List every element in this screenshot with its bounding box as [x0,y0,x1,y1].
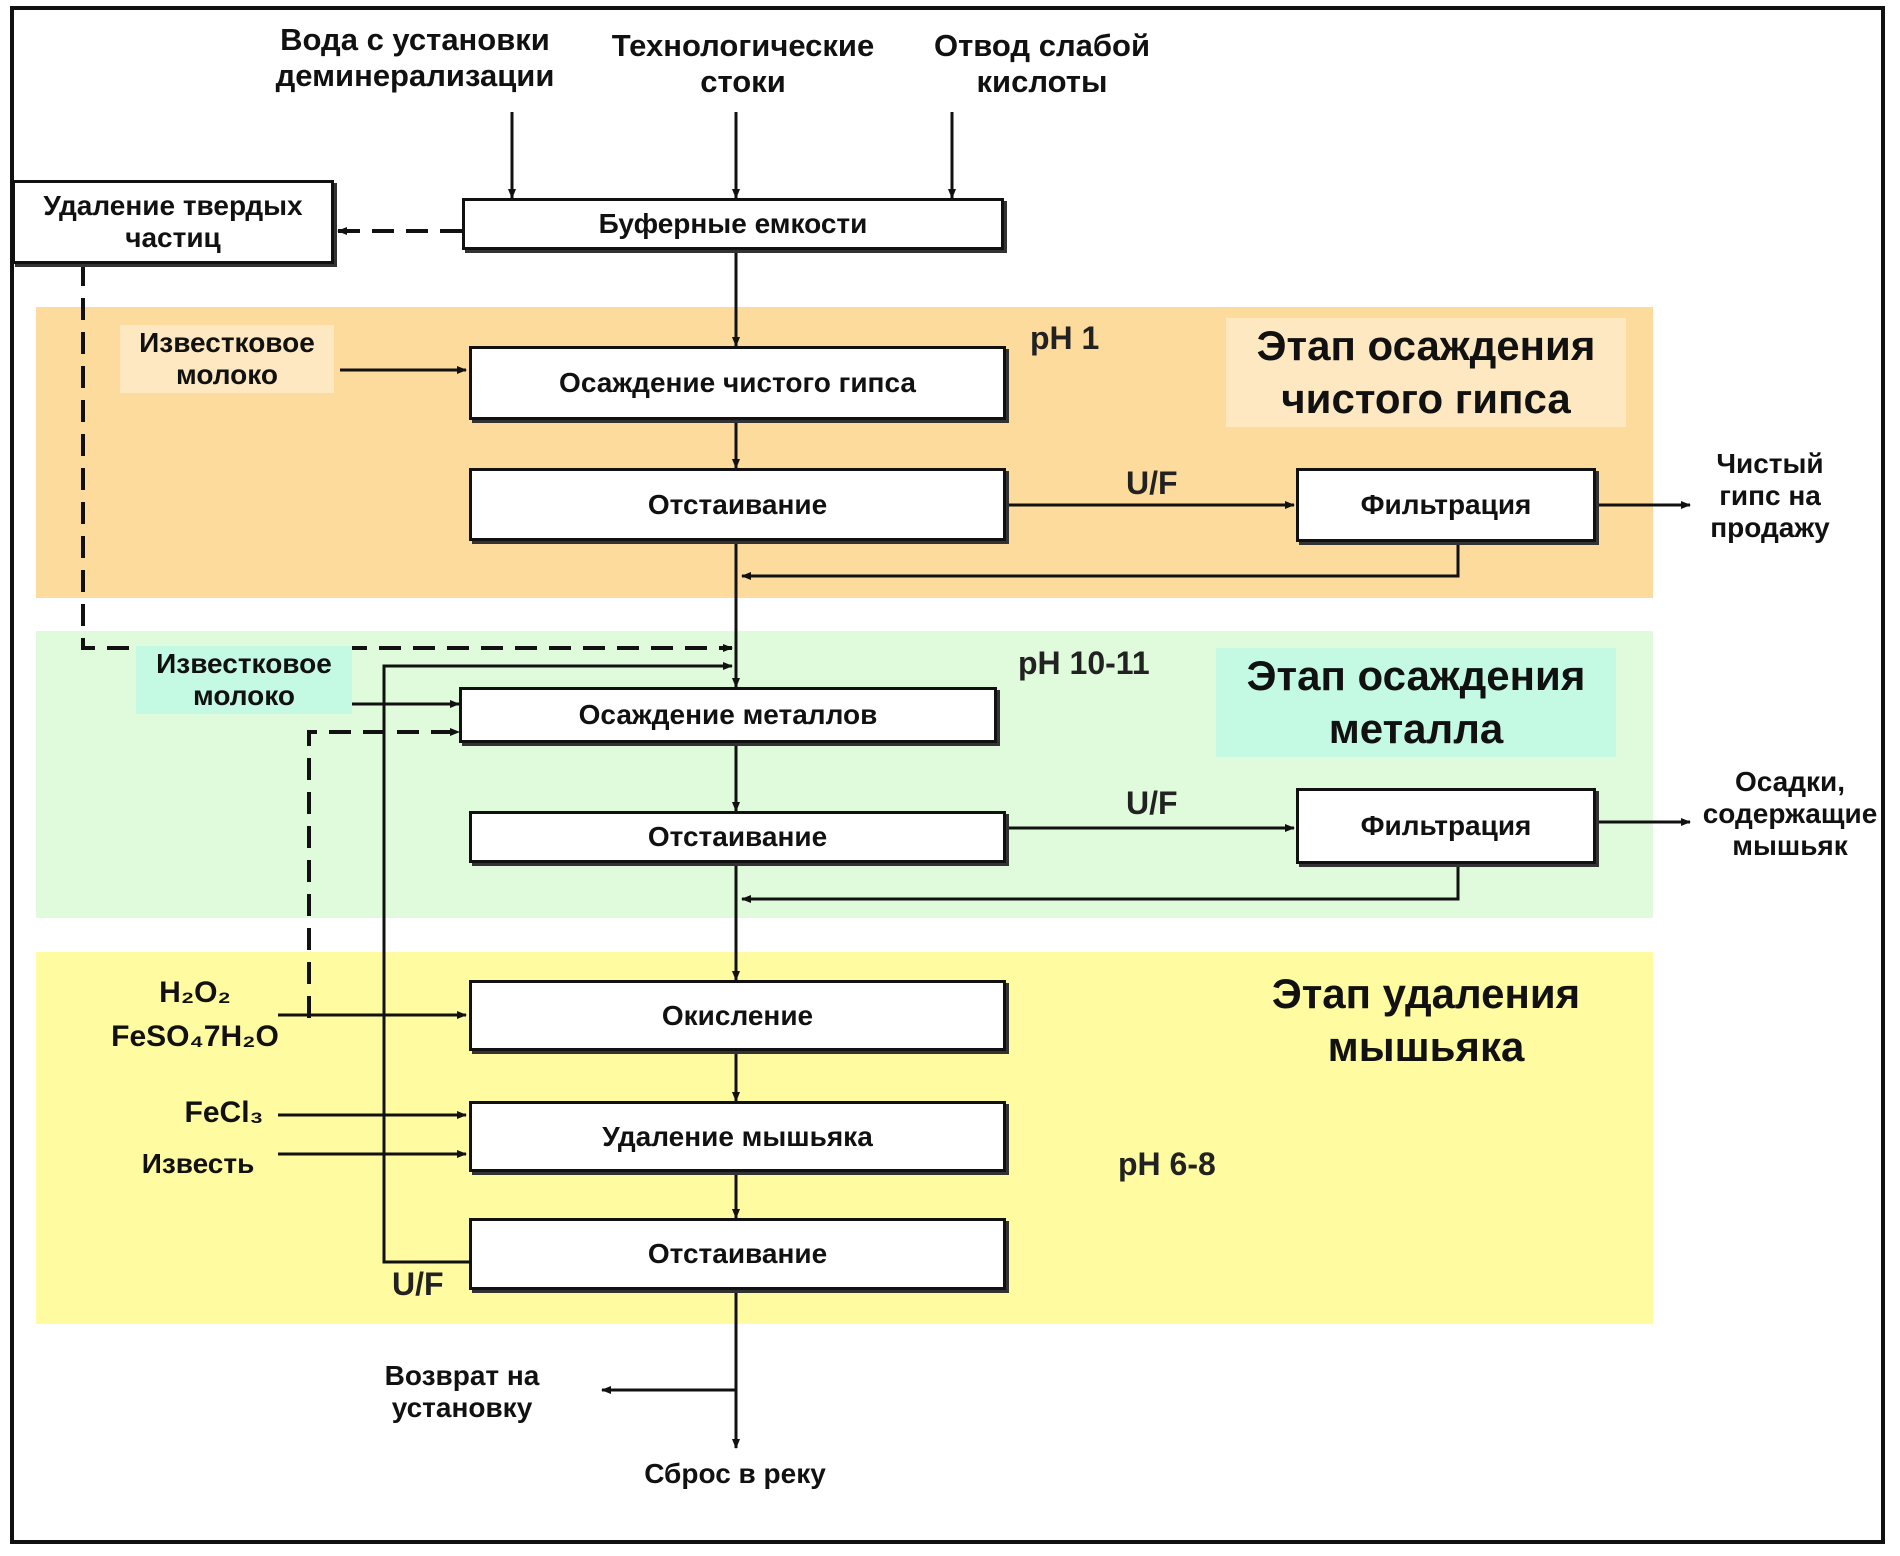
ph-gypsum: pH 1 [1030,320,1100,356]
box-settling-1: Отстаивание [469,468,1006,541]
box-buffer-tanks: Буферные емкости [462,198,1004,250]
diagram-frame [10,6,1885,1544]
reagent-feso4: FeSO₄7H₂O [111,1020,279,1053]
stage-title-arsenic: Этап удаления мышьяка [1271,970,1581,1070]
box-gypsum-precipitation: Осаждение чистого гипса [469,346,1006,420]
box-oxidation: Окисление [469,980,1006,1051]
arrow-reagents-to-metal-dashed [307,728,460,1018]
output-discharge: Сброс в реку [644,1458,826,1489]
stage-title-gypsum: Этап осаждения чистого гипса [1226,318,1626,427]
box-arsenic-removal: Удаление мышьяка [469,1101,1006,1172]
reagent-lime: Известь [141,1148,255,1179]
reagent-lime-milk-2: Известковое молоко [136,646,352,715]
reagent-h2o2: H₂O₂ [159,976,231,1009]
flow-label-uf-2: U/F [1126,785,1178,821]
output-return: Возврат на установку [384,1360,540,1424]
input-process-effluent: Технологические стоки [611,28,875,99]
box-filtration-2: Фильтрация [1296,788,1596,864]
arrow-filtration1-return [741,542,1460,580]
reagent-fecl3: FeCl₃ [184,1096,264,1129]
input-weak-acid: Отвод слабой кислоты [933,28,1151,99]
output-pure-gypsum: Чистый гипс на продажу [1710,448,1830,544]
flow-label-uf-3: U/F [392,1266,444,1302]
ph-arsenic: pH 6-8 [1118,1146,1216,1182]
flow-label-uf-1: U/F [1126,465,1178,501]
arrow-recycle-uf3 [382,662,733,1264]
arrow-solids-to-metal [81,264,733,652]
box-filtration-1: Фильтрация [1296,468,1596,542]
box-settling-2: Отстаивание [469,811,1006,863]
input-demin-water: Вода с установки деминерализации [275,22,555,93]
arrow-filtration2-return [741,864,1460,903]
box-solids-removal: Удаление твердых частиц [12,180,334,264]
output-arsenic-sludge: Осадки, содержащие мышьяк [1702,766,1878,862]
stage-title-metal: Этап осаждения металла [1216,648,1616,757]
box-metal-precipitation: Осаждение металлов [459,687,997,743]
box-settling-3: Отстаивание [469,1218,1006,1290]
ph-metal: pH 10-11 [1018,645,1150,681]
reagent-lime-milk-1: Известковое молоко [120,325,334,394]
